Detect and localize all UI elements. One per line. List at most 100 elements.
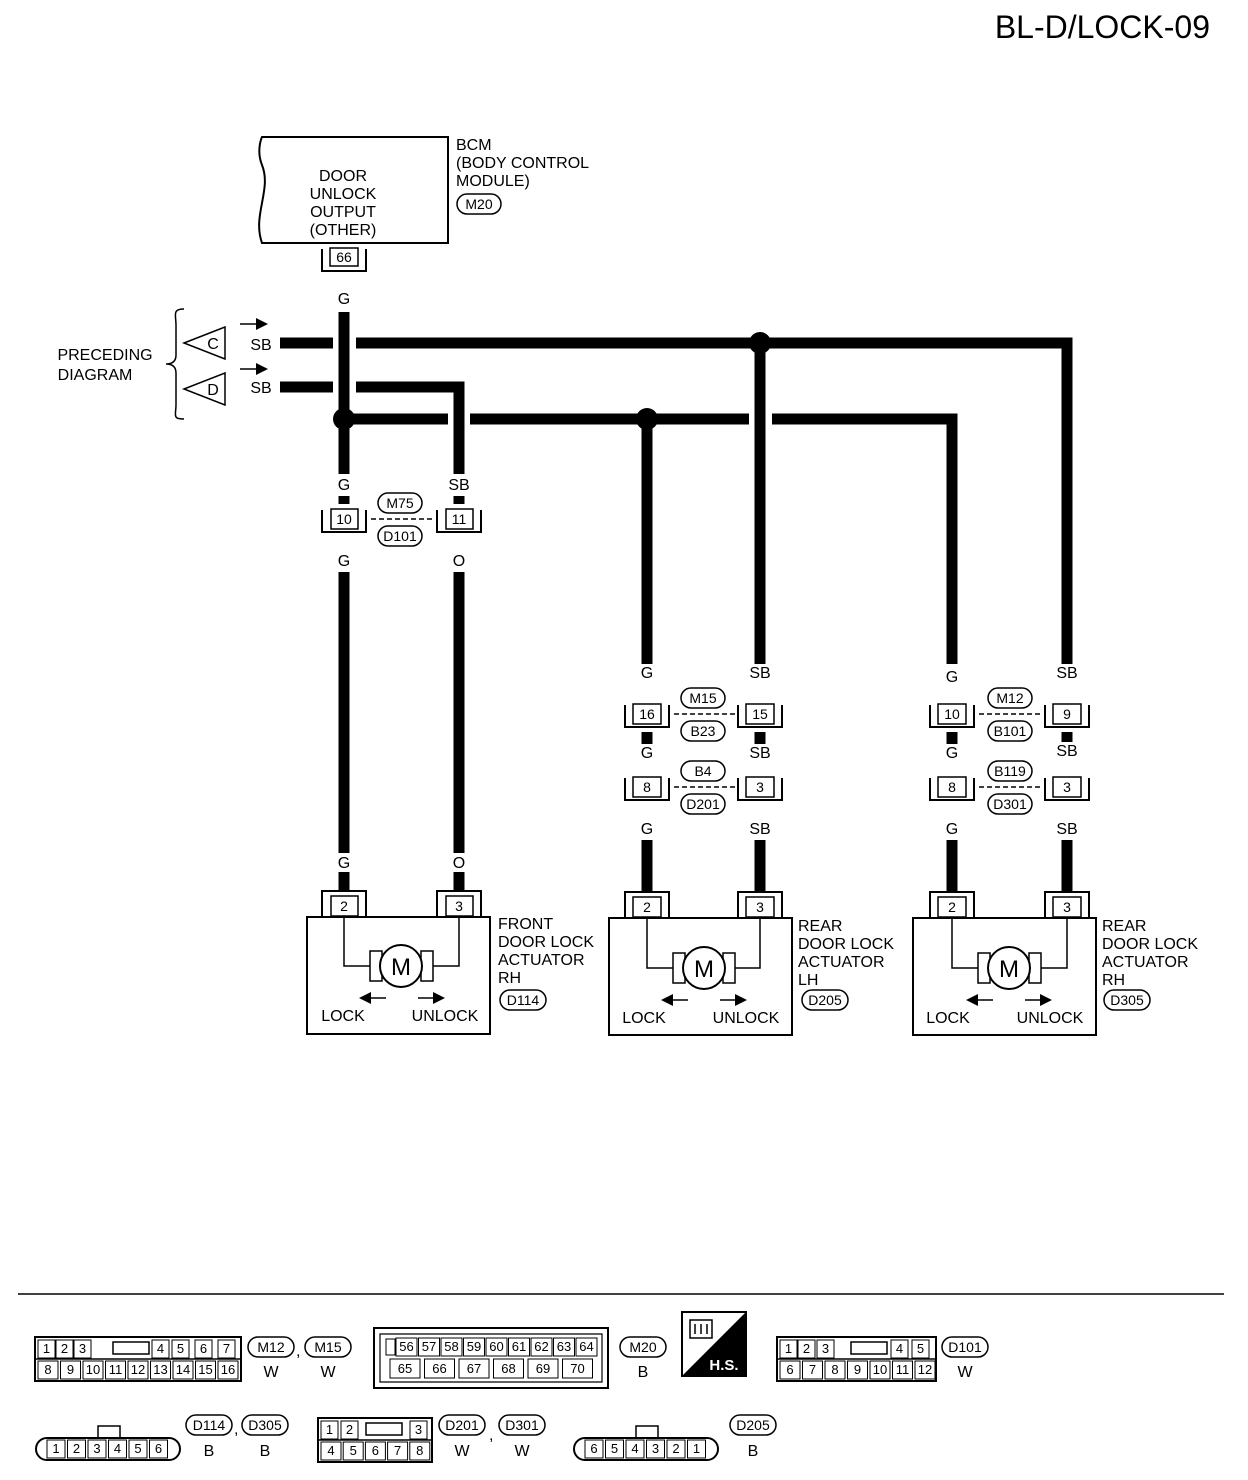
bcm-wire-color: G: [338, 291, 350, 308]
pin-number: 6: [372, 1443, 379, 1458]
pin-number: 15: [198, 1362, 212, 1377]
c-wire-color: SB: [250, 337, 271, 354]
svg-text:3: 3: [756, 899, 764, 915]
svg-text:B119: B119: [994, 763, 1026, 779]
svg-text:3: 3: [756, 779, 764, 795]
svg-text:M20: M20: [465, 196, 492, 212]
wire-color: G: [641, 665, 653, 682]
splice-point: [636, 408, 658, 430]
svg-text:2: 2: [643, 899, 651, 915]
front-actuator-label-4: RH: [498, 970, 521, 987]
lock-label: LOCK: [321, 1008, 365, 1025]
front-actuator-label-2: DOOR LOCK: [498, 934, 594, 951]
rear-rh-splice2-top-tag: B119: [987, 760, 1033, 782]
wire-color: G: [946, 821, 958, 838]
rear-door-lock-actuator-rh: 2 3 M LOCK UNLOCK: [912, 891, 1097, 1036]
front-splice-top-tag: M75: [377, 492, 423, 514]
svg-text:3: 3: [1063, 899, 1071, 915]
wire-color: G: [338, 477, 350, 494]
connector-tag: D301: [498, 1414, 546, 1436]
bcm-output-line-4: (OTHER): [310, 222, 377, 239]
pin-number: 5: [917, 1341, 924, 1356]
rear-rh-splice1-right-pin: 9: [1044, 703, 1090, 728]
connector-tag: D201: [438, 1414, 486, 1436]
svg-text:D305: D305: [248, 1417, 282, 1433]
connector-tag: M20: [619, 1336, 667, 1358]
svg-text:D101: D101: [948, 1339, 982, 1355]
front-splice-left-pin: 10: [321, 508, 367, 533]
connector-tag: D205: [729, 1414, 777, 1436]
pin-number: 9: [67, 1362, 74, 1377]
comma: ,: [296, 1343, 300, 1360]
front-door-lock-actuator-rh: 2 3 M LOCK UNLOCK: [306, 890, 491, 1035]
bcm-output-line-2: UNLOCK: [310, 186, 377, 203]
splice-point: [749, 332, 771, 354]
svg-text:M15: M15: [689, 690, 716, 706]
wire-color: SB: [749, 745, 770, 762]
d-wire-color: SB: [250, 380, 271, 397]
wire-color-code: B: [638, 1364, 649, 1381]
pin-number: 57: [422, 1339, 436, 1354]
pin-number: 1: [693, 1441, 700, 1456]
pin-number: 5: [611, 1441, 618, 1456]
pin-number: 64: [579, 1339, 593, 1354]
lock-label: LOCK: [926, 1010, 970, 1027]
rear-lh-splice1-left-pin: 16: [624, 703, 670, 728]
svg-text:D301: D301: [505, 1417, 539, 1433]
rear-door-lock-actuator-lh: 2 3 M LOCK UNLOCK: [608, 891, 793, 1036]
svg-text:15: 15: [752, 706, 768, 722]
pin-number: 62: [534, 1339, 548, 1354]
rear-rh-actuator-label-1: REAR: [1102, 918, 1146, 935]
pin-number: 3: [79, 1341, 86, 1356]
pin-number: 1: [43, 1341, 50, 1356]
pin-number: 10: [86, 1362, 100, 1377]
pin-number: 16: [221, 1362, 235, 1377]
front-actuator-label-1: FRONT: [498, 916, 553, 933]
comma: ,: [489, 1427, 493, 1444]
pin-number: 8: [44, 1362, 51, 1377]
pin-number: 66: [432, 1361, 446, 1376]
svg-text:B4: B4: [694, 763, 711, 779]
pin-number: 4: [114, 1441, 121, 1456]
bcm-label-line-2: (BODY CONTROL: [456, 155, 589, 172]
motor-symbol: M: [391, 954, 411, 981]
pin-number: 8: [416, 1443, 423, 1458]
pin-number: 11: [896, 1362, 910, 1377]
rear-lh-actuator-label-4: LH: [798, 972, 818, 989]
pin-number: 2: [803, 1341, 810, 1356]
svg-text:D205: D205: [736, 1417, 770, 1433]
svg-text:M15: M15: [314, 1339, 341, 1355]
unlock-label: UNLOCK: [1017, 1010, 1084, 1027]
wire-color-code: W: [263, 1364, 279, 1381]
pin-number: 13: [153, 1362, 167, 1377]
rear-lh-splice2-left-pin: 8: [624, 776, 670, 801]
svg-text:B23: B23: [691, 723, 716, 739]
pin-number: 65: [398, 1361, 412, 1376]
svg-text:D201: D201: [686, 796, 720, 812]
pin-number: 9: [854, 1362, 861, 1377]
connector-tag: D101: [941, 1336, 989, 1358]
pin-number: 11: [109, 1362, 123, 1377]
pin-number: 7: [394, 1443, 401, 1458]
wire-color-code: B: [260, 1443, 271, 1460]
rear-lh-splice1-top-tag: M15: [680, 687, 726, 709]
pin-number: 3: [822, 1341, 829, 1356]
pin-number: 2: [61, 1341, 68, 1356]
svg-text:D205: D205: [808, 992, 842, 1008]
rear-rh-actuator-label-4: RH: [1102, 972, 1125, 989]
rear-lh-splice2-top-tag: B4: [680, 760, 726, 782]
pin-number: 5: [134, 1441, 141, 1456]
rear-lh-actuator-connector-tag: D205: [801, 989, 849, 1011]
preceding-line-1: PRECEDING: [57, 347, 152, 364]
pin-number: 4: [327, 1443, 334, 1458]
pin-number: 4: [157, 1341, 164, 1356]
wire-color: G: [946, 669, 958, 686]
pin-number: 69: [536, 1361, 550, 1376]
wire-color: SB: [448, 477, 469, 494]
svg-text:10: 10: [944, 706, 960, 722]
pin-number: 60: [489, 1339, 503, 1354]
wiring-harness: [280, 312, 1073, 892]
